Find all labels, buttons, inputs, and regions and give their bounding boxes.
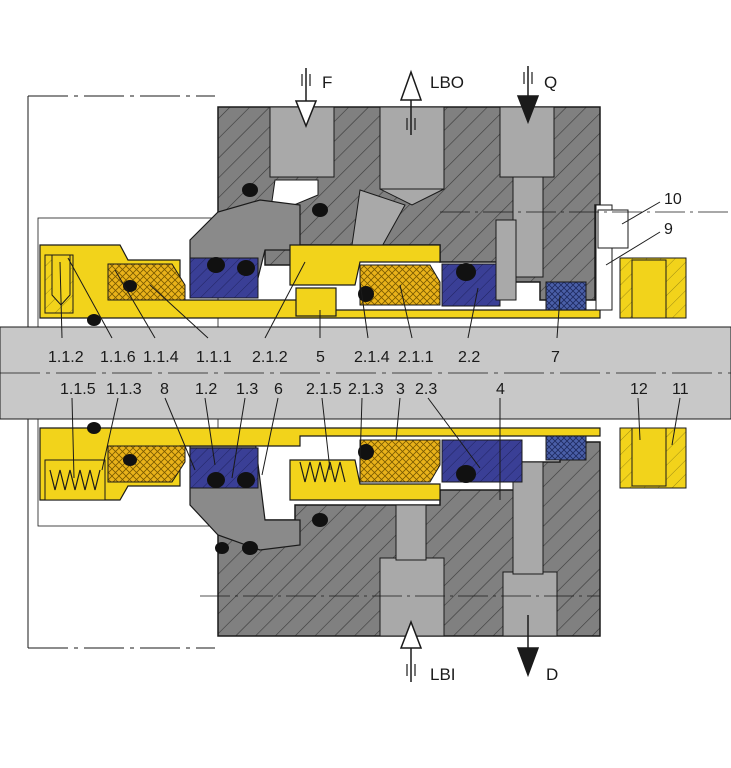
drive-pin-5 <box>295 287 337 317</box>
callout-label: 1.1.2 <box>48 349 84 366</box>
inboard-carrier-top <box>289 244 441 286</box>
callout-label: 1.1.1 <box>196 349 232 366</box>
callout-label: 7 <box>551 349 560 366</box>
seal-ring-1-1-3 <box>107 445 186 483</box>
callout-label: 6 <box>274 381 283 398</box>
spring-2-1-5 <box>299 461 346 483</box>
seal-ring-1-1-4 <box>107 263 186 301</box>
set-screw-12-bottom <box>631 427 667 487</box>
callout-label: 1.2 <box>195 381 217 398</box>
callout-label: 2.1.5 <box>306 381 342 398</box>
o-rings <box>87 183 476 555</box>
port-label-F: F <box>322 73 332 92</box>
callouts-bottom: 1.1.5 1.1.3 8 1.2 1.3 6 2.1.5 2.1.3 3 2.… <box>60 381 689 398</box>
spring-1-1-5 <box>49 469 101 491</box>
callout-label: 4 <box>496 381 505 398</box>
callout-label: 3 <box>396 381 405 398</box>
callouts-right: 10 9 <box>664 191 682 238</box>
callouts-top: 1.1.2 1.1.6 1.1.4 1.1.1 2.1.2 5 2.1.4 2.… <box>48 349 560 366</box>
anti-rotation-pin <box>495 219 517 301</box>
callout-label: 2.1.4 <box>354 349 390 366</box>
arrow-up-icon <box>399 69 423 101</box>
callout-label: 2.3 <box>415 381 437 398</box>
port-D <box>516 615 540 678</box>
port-label-LBO: LBO <box>430 73 464 92</box>
port-LBO <box>399 69 423 135</box>
packing-bottom <box>545 435 587 461</box>
port-Q <box>516 66 540 125</box>
callout-label: 1.1.5 <box>60 381 96 398</box>
callout-label: 2.1.3 <box>348 381 384 398</box>
callout-label: 1.1.6 <box>100 349 136 366</box>
callout-label: 2.1.2 <box>252 349 288 366</box>
port-LBI <box>399 619 423 682</box>
port-bores-bottom <box>379 461 558 637</box>
bolt-head-10 <box>597 209 629 249</box>
callout-label: 1.3 <box>236 381 258 398</box>
callout-label: 1.1.3 <box>106 381 142 398</box>
callout-label: 11 <box>672 381 689 398</box>
spring-housing-bottom <box>44 459 106 501</box>
leaders-bottom <box>71 397 681 500</box>
set-screw-12-top <box>631 259 667 319</box>
port-F <box>294 68 318 129</box>
port-label-D: D <box>546 665 558 684</box>
packing-7 <box>545 281 587 311</box>
stat-ring-2-3 <box>441 439 523 483</box>
set-screw-top <box>51 254 71 306</box>
port-label-Q: Q <box>544 73 557 92</box>
leaders-top <box>59 201 661 339</box>
callout-label: 2.1.1 <box>398 349 434 366</box>
callout-label: 2.2 <box>458 349 480 366</box>
port-label-LBI: LBI <box>430 665 456 684</box>
callout-label: 8 <box>160 381 169 398</box>
arrow-down-icon <box>516 647 540 678</box>
seal-ring-2-1-3 <box>359 439 441 483</box>
callout-label: 9 <box>664 221 673 238</box>
callout-label: 5 <box>316 349 325 366</box>
callout-label: 12 <box>630 381 648 398</box>
callout-label: 1.1.4 <box>143 349 179 366</box>
callout-label: 10 <box>664 191 682 208</box>
